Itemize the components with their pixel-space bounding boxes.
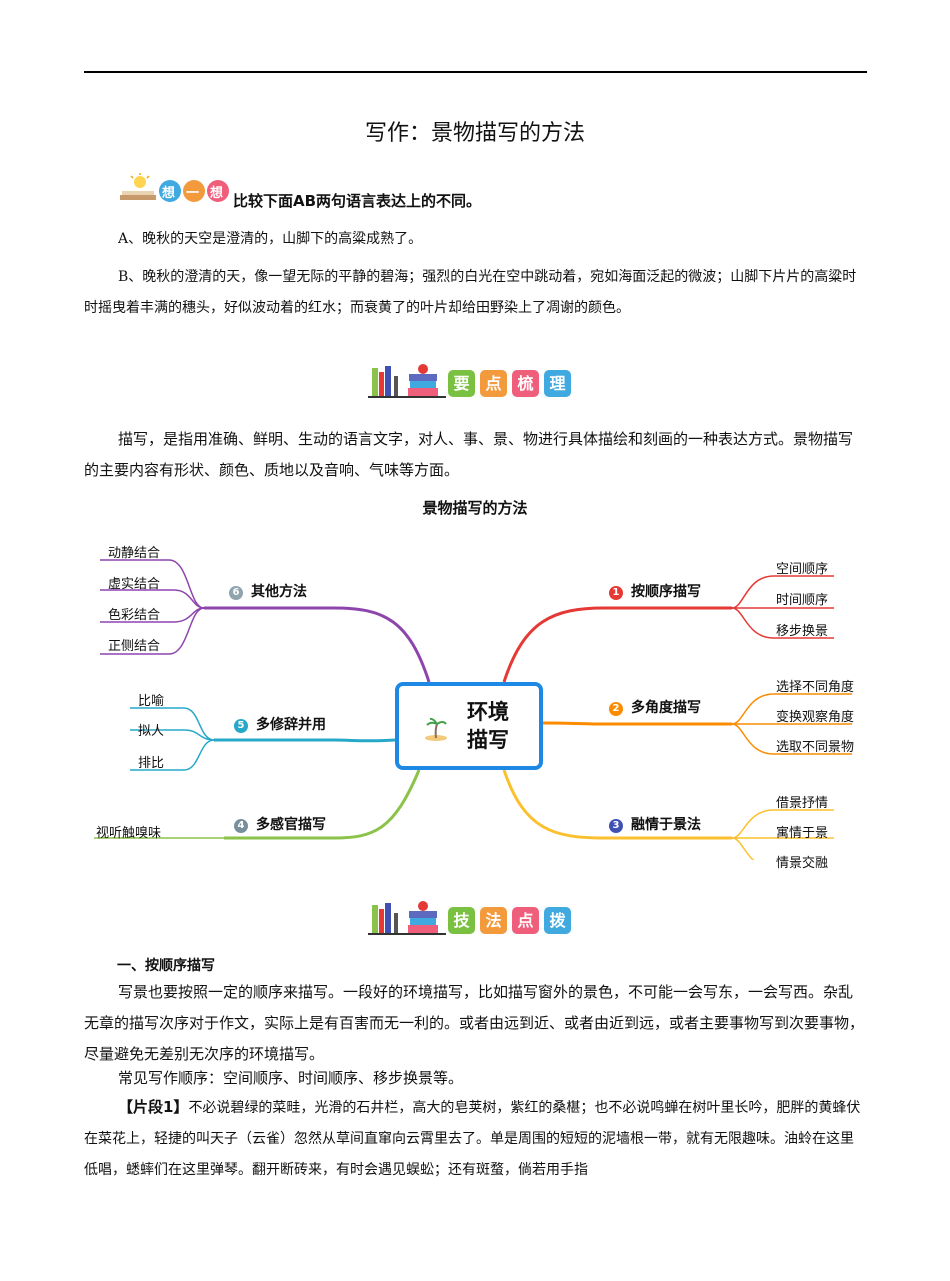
leaf-node: 选择不同角度 [776, 680, 855, 695]
leaf-node: 色彩结合 [108, 608, 161, 623]
leaf-node: 虚实结合 [108, 577, 161, 592]
leaf-node: 变换观察角度 [776, 710, 855, 725]
leaf-node: 选取不同景物 [776, 740, 855, 755]
leaf-node: 情景交融 [776, 856, 829, 871]
banner-chip: 拨 [544, 907, 571, 934]
banner-chip: 理 [544, 370, 571, 397]
banner-chip: 技 [448, 907, 475, 934]
think-char: 一 [186, 186, 200, 201]
leaf-node: 时间顺序 [776, 593, 829, 608]
branch-emotion: 3 融情于景法 [609, 814, 701, 834]
banner-chip: 法 [480, 907, 507, 934]
books-apple-icon [368, 364, 446, 398]
leaf-node: 拟人 [138, 724, 165, 739]
leaf-node: 寓情于景 [776, 826, 829, 841]
mindmap-center: 环境描写 [395, 682, 543, 770]
section-banner-skills: 技 法 点 拨 [366, 899, 581, 937]
section-banner-key-points: 要 点 梳 理 [366, 362, 581, 400]
header-rule [84, 71, 867, 73]
leaf-node: 动静结合 [108, 546, 161, 561]
branch-label: 按顺序描写 [631, 584, 701, 600]
mindmap-center-label: 环境描写 [467, 700, 509, 752]
fragment-label: 【片段1】 [118, 1098, 189, 1116]
branch-other: 6 其他方法 [229, 581, 307, 601]
branch-number: 1 [609, 586, 623, 600]
leaf-node: 移步换景 [776, 624, 829, 639]
branch-label: 多修辞并用 [256, 717, 326, 733]
branch-angle: 2 多角度描写 [609, 697, 701, 717]
leaf-node: 借景抒情 [776, 796, 829, 811]
book-bulb-icon [120, 173, 229, 202]
books-apple-icon [368, 901, 446, 935]
branch-label: 其他方法 [251, 584, 307, 600]
leaf-node: 正侧结合 [108, 639, 161, 654]
branch-label: 融情于景法 [631, 817, 701, 833]
page-title: 写作：景物描写的方法 [364, 121, 585, 146]
intro-paragraph: 描写，是指用准确、鲜明、生动的语言文字，对人、事、景、物进行具体描绘和刻画的一种… [84, 430, 854, 479]
branch-number: 6 [229, 586, 243, 600]
think-question: 比较下面AB两句语言表达上的不同。 [233, 192, 482, 210]
branch-number: 2 [609, 702, 623, 716]
section-paragraph: 常见写作顺序：空间顺序、时间顺序、移步换景等。 [118, 1069, 464, 1087]
think-badge: 想 一 想 [118, 173, 230, 207]
leaf-node: 空间顺序 [776, 562, 829, 577]
sentence-b: B、晚秋的澄清的天，像一望无际的平静的碧海；强烈的白光在空中跳动着，宛如海面泛起… [84, 269, 857, 316]
leaf-node: 排比 [138, 756, 165, 771]
branch-number: 3 [609, 819, 623, 833]
branch-rhetoric: 5 多修辞并用 [234, 714, 326, 734]
sentence-a: A、晚秋的天空是澄清的，山脚下的高粱成熟了。 [118, 231, 423, 247]
branch-number: 5 [234, 719, 248, 733]
think-char: 想 [210, 186, 224, 201]
fragment-text: 不必说碧绿的菜畦，光滑的石井栏，高大的皂荚树，紫红的桑椹；也不必说鸣蝉在树叶里长… [84, 1100, 861, 1178]
think-char: 想 [162, 186, 176, 201]
banner-chip: 点 [512, 907, 539, 934]
leaf-node: 视听触嗅味 [96, 826, 162, 841]
branch-order: 1 按顺序描写 [609, 581, 701, 601]
section-paragraph: 写景也要按照一定的顺序来描写。一段好的环境描写，比如描写窗外的景色，不可能一会写… [84, 983, 865, 1063]
fragment-paragraph: 【片段1】不必说碧绿的菜畦，光滑的石井栏，高大的皂荚树，紫红的桑椹；也不必说鸣蝉… [84, 1092, 867, 1186]
banner-chip: 要 [448, 370, 475, 397]
branch-number: 4 [234, 819, 248, 833]
section-heading: 一、按顺序描写 [117, 958, 215, 974]
island-icon [425, 717, 447, 741]
banner-chip: 梳 [512, 370, 539, 397]
mindmap-title: 景物描写的方法 [422, 499, 528, 517]
branch-label: 多感官描写 [256, 817, 326, 833]
mindmap-connectors [94, 559, 852, 860]
branch-label: 多角度描写 [631, 700, 701, 716]
leaf-node: 比喻 [138, 694, 165, 709]
banner-chip: 点 [480, 370, 507, 397]
branch-senses: 4 多感官描写 [234, 814, 326, 834]
